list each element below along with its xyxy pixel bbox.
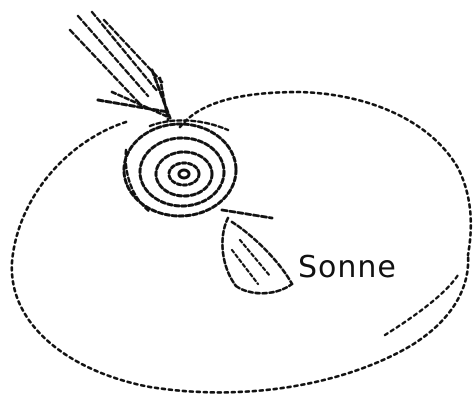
outgoing-tail xyxy=(222,210,292,293)
comet-nucleus xyxy=(124,120,236,216)
incoming-streak xyxy=(70,12,164,104)
arrow-head xyxy=(98,70,170,120)
sun-label: Sonne xyxy=(298,250,397,285)
orbit-loop-outer xyxy=(12,122,468,392)
